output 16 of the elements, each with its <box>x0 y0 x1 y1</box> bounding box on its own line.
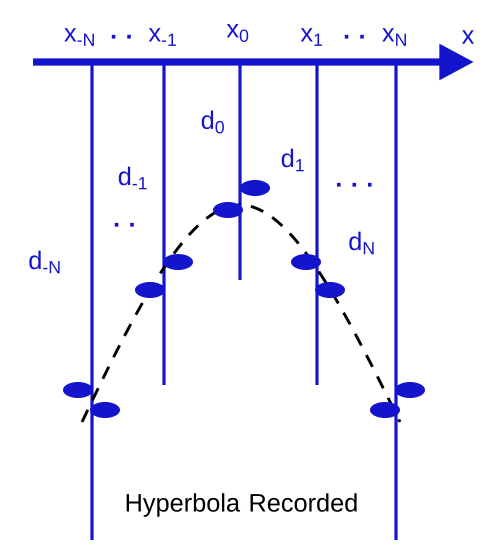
caption-text: Hyperbola Recorded <box>126 493 357 517</box>
ellipsis: · · <box>344 34 364 39</box>
axis-label: x$_{-1}$ <box>148 28 176 46</box>
ellipsis: · · <box>114 222 134 227</box>
ellipsis: · · <box>112 34 131 39</box>
axis-label: d$_{1}$ <box>282 148 304 172</box>
axis-label: d$_{0}$ <box>202 110 224 134</box>
ellipsis: · · · <box>337 182 372 187</box>
axis-label: x$_{N}$ <box>382 28 406 46</box>
axis-label: d$_{N}$ <box>349 232 374 254</box>
axis-label: x <box>462 30 474 44</box>
axis-label: x$_{1}$ <box>300 28 322 46</box>
axis-label: x$_{0}$ <box>226 24 248 42</box>
axis-label: x$_{-N}$ <box>64 28 94 46</box>
axis-label: d$_{-1}$ <box>118 166 147 190</box>
axis-label: d$_{-N}$ <box>29 250 60 274</box>
